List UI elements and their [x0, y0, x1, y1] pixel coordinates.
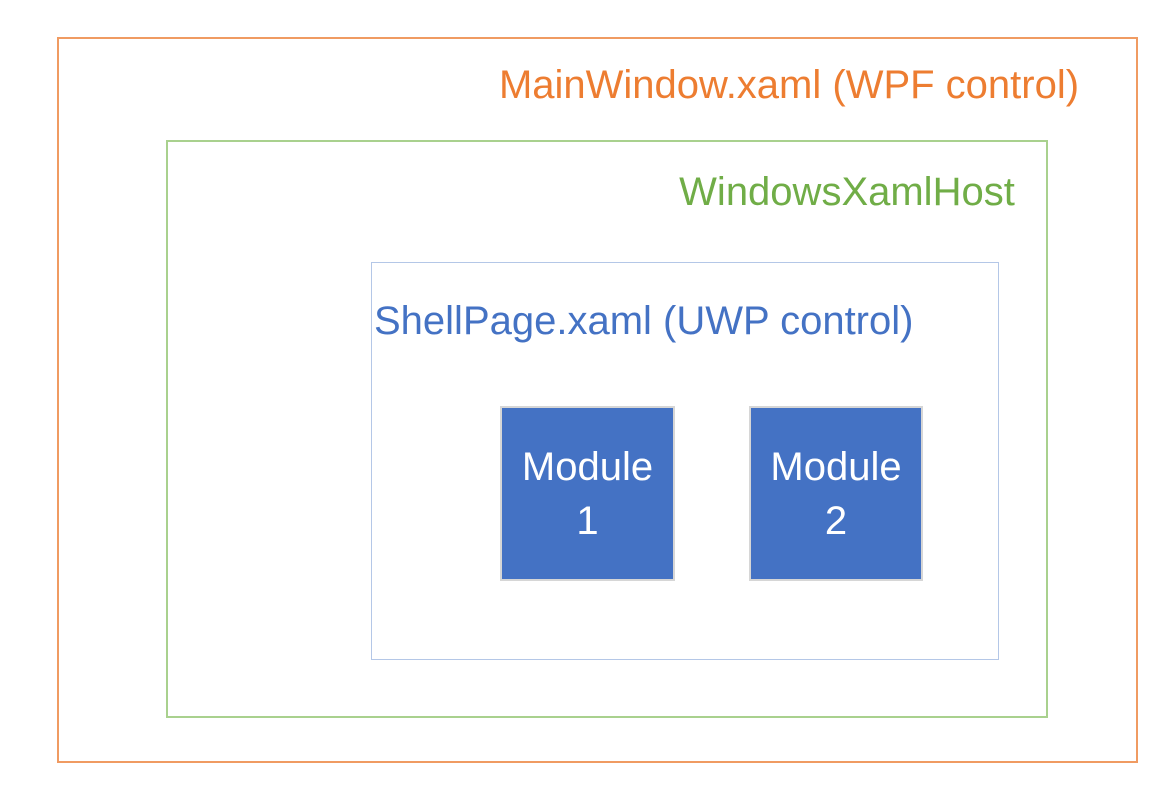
module-1-label-line2: 1	[576, 498, 599, 543]
module-2-box: Module 2	[749, 406, 923, 581]
shellpage-uwp-box	[371, 262, 999, 660]
windowsxamlhost-label: WindowsXamlHost	[679, 170, 1015, 214]
module-1-label-line1: Module	[521, 444, 654, 489]
module-2-label-line2: 2	[824, 498, 848, 543]
module-2-label-line1: Module	[770, 444, 902, 489]
mainwindow-wpf-box	[57, 37, 1138, 763]
windowsxamlhost-box	[166, 140, 1048, 718]
module-1-box: Module 1	[500, 406, 675, 581]
shellpage-uwp-label: ShellPage.xaml (UWP control)	[374, 299, 914, 343]
mainwindow-wpf-label: MainWindow.xaml (WPF control)	[498, 63, 1080, 107]
